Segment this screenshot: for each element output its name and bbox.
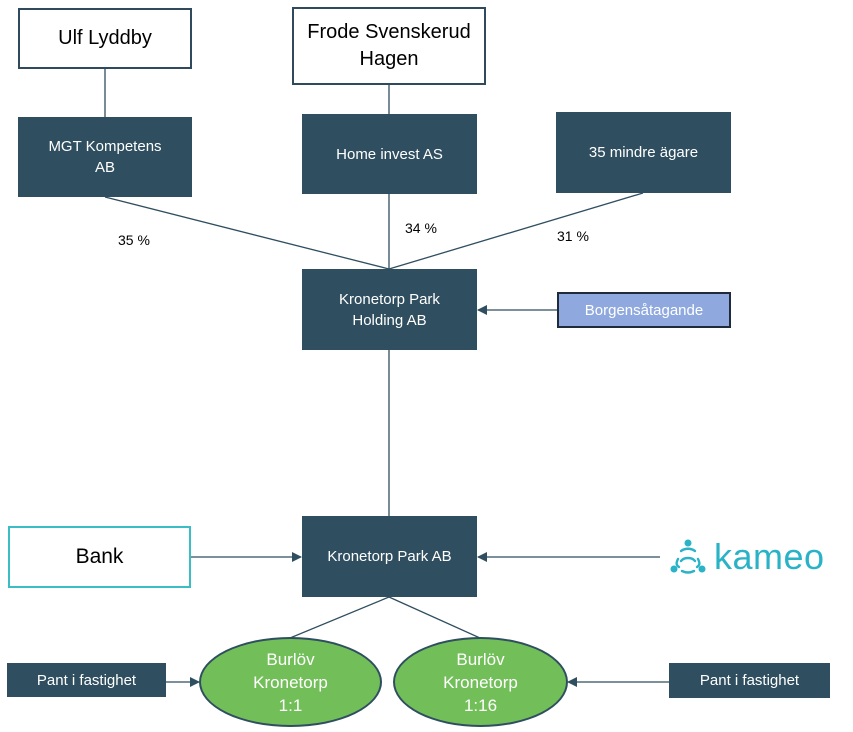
share-minor-owners: 31 % (557, 228, 589, 244)
pledge-right-label: Pant i fastighet (699, 672, 800, 689)
company-park-label: Kronetorp Park AB (327, 548, 452, 565)
kameo-people-icon (670, 539, 706, 574)
company-home-invest: Home invest AS (302, 114, 477, 194)
share-home-invest: 34 % (405, 220, 437, 236)
line-mgt-holding (104, 196, 390, 270)
bank-box: Bank (8, 526, 191, 588)
pledge-left: Pant i fastighet (7, 663, 166, 697)
company-mgt-kompetens: MGT Kompetens AB (18, 117, 192, 197)
kameo-logo: kameo (668, 536, 833, 578)
company-home-invest-label: Home invest AS (336, 145, 443, 163)
owner-ulf-label: Ulf Lyddby (58, 27, 152, 49)
kameo-wordmark: kameo (714, 536, 825, 577)
line-park-right-property (388, 596, 481, 639)
bank-label: Bank (75, 545, 124, 568)
line-park-left-property (289, 596, 390, 639)
guarantee-label: Borgensåtagande (584, 301, 704, 319)
owner-ulf-lyddby: Ulf Lyddby (18, 8, 192, 69)
property-burlov-1-16: Burlöv Kronetorp 1:16 (393, 637, 568, 727)
property-right-label: Burlöv Kronetorp 1:16 (443, 649, 518, 715)
company-kronetorp-holding: Kronetorp Park Holding AB (302, 269, 477, 350)
company-minor-owners: 35 mindre ägare (556, 112, 731, 193)
property-burlov-1-1: Burlöv Kronetorp 1:1 (199, 637, 382, 727)
pledge-left-label: Pant i fastighet (36, 671, 137, 689)
owner-frode-hagen: Frode Svenskerud Hagen (292, 7, 486, 85)
company-mgt-label: MGT Kompetens AB (48, 138, 162, 176)
line-minor-holding (388, 192, 644, 270)
pledge-right: Pant i fastighet (669, 663, 830, 698)
company-minor-owners-label: 35 mindre ägare (588, 144, 699, 161)
property-left-label: Burlöv Kronetorp 1:1 (253, 649, 328, 715)
company-holding-label: Kronetorp Park Holding AB (339, 290, 440, 329)
company-kronetorp-park: Kronetorp Park AB (302, 516, 477, 597)
owner-frode-label: Frode Svenskerud Hagen (307, 21, 471, 70)
share-mgt: 35 % (118, 232, 150, 248)
guarantee-box: Borgensåtagande (557, 292, 731, 328)
